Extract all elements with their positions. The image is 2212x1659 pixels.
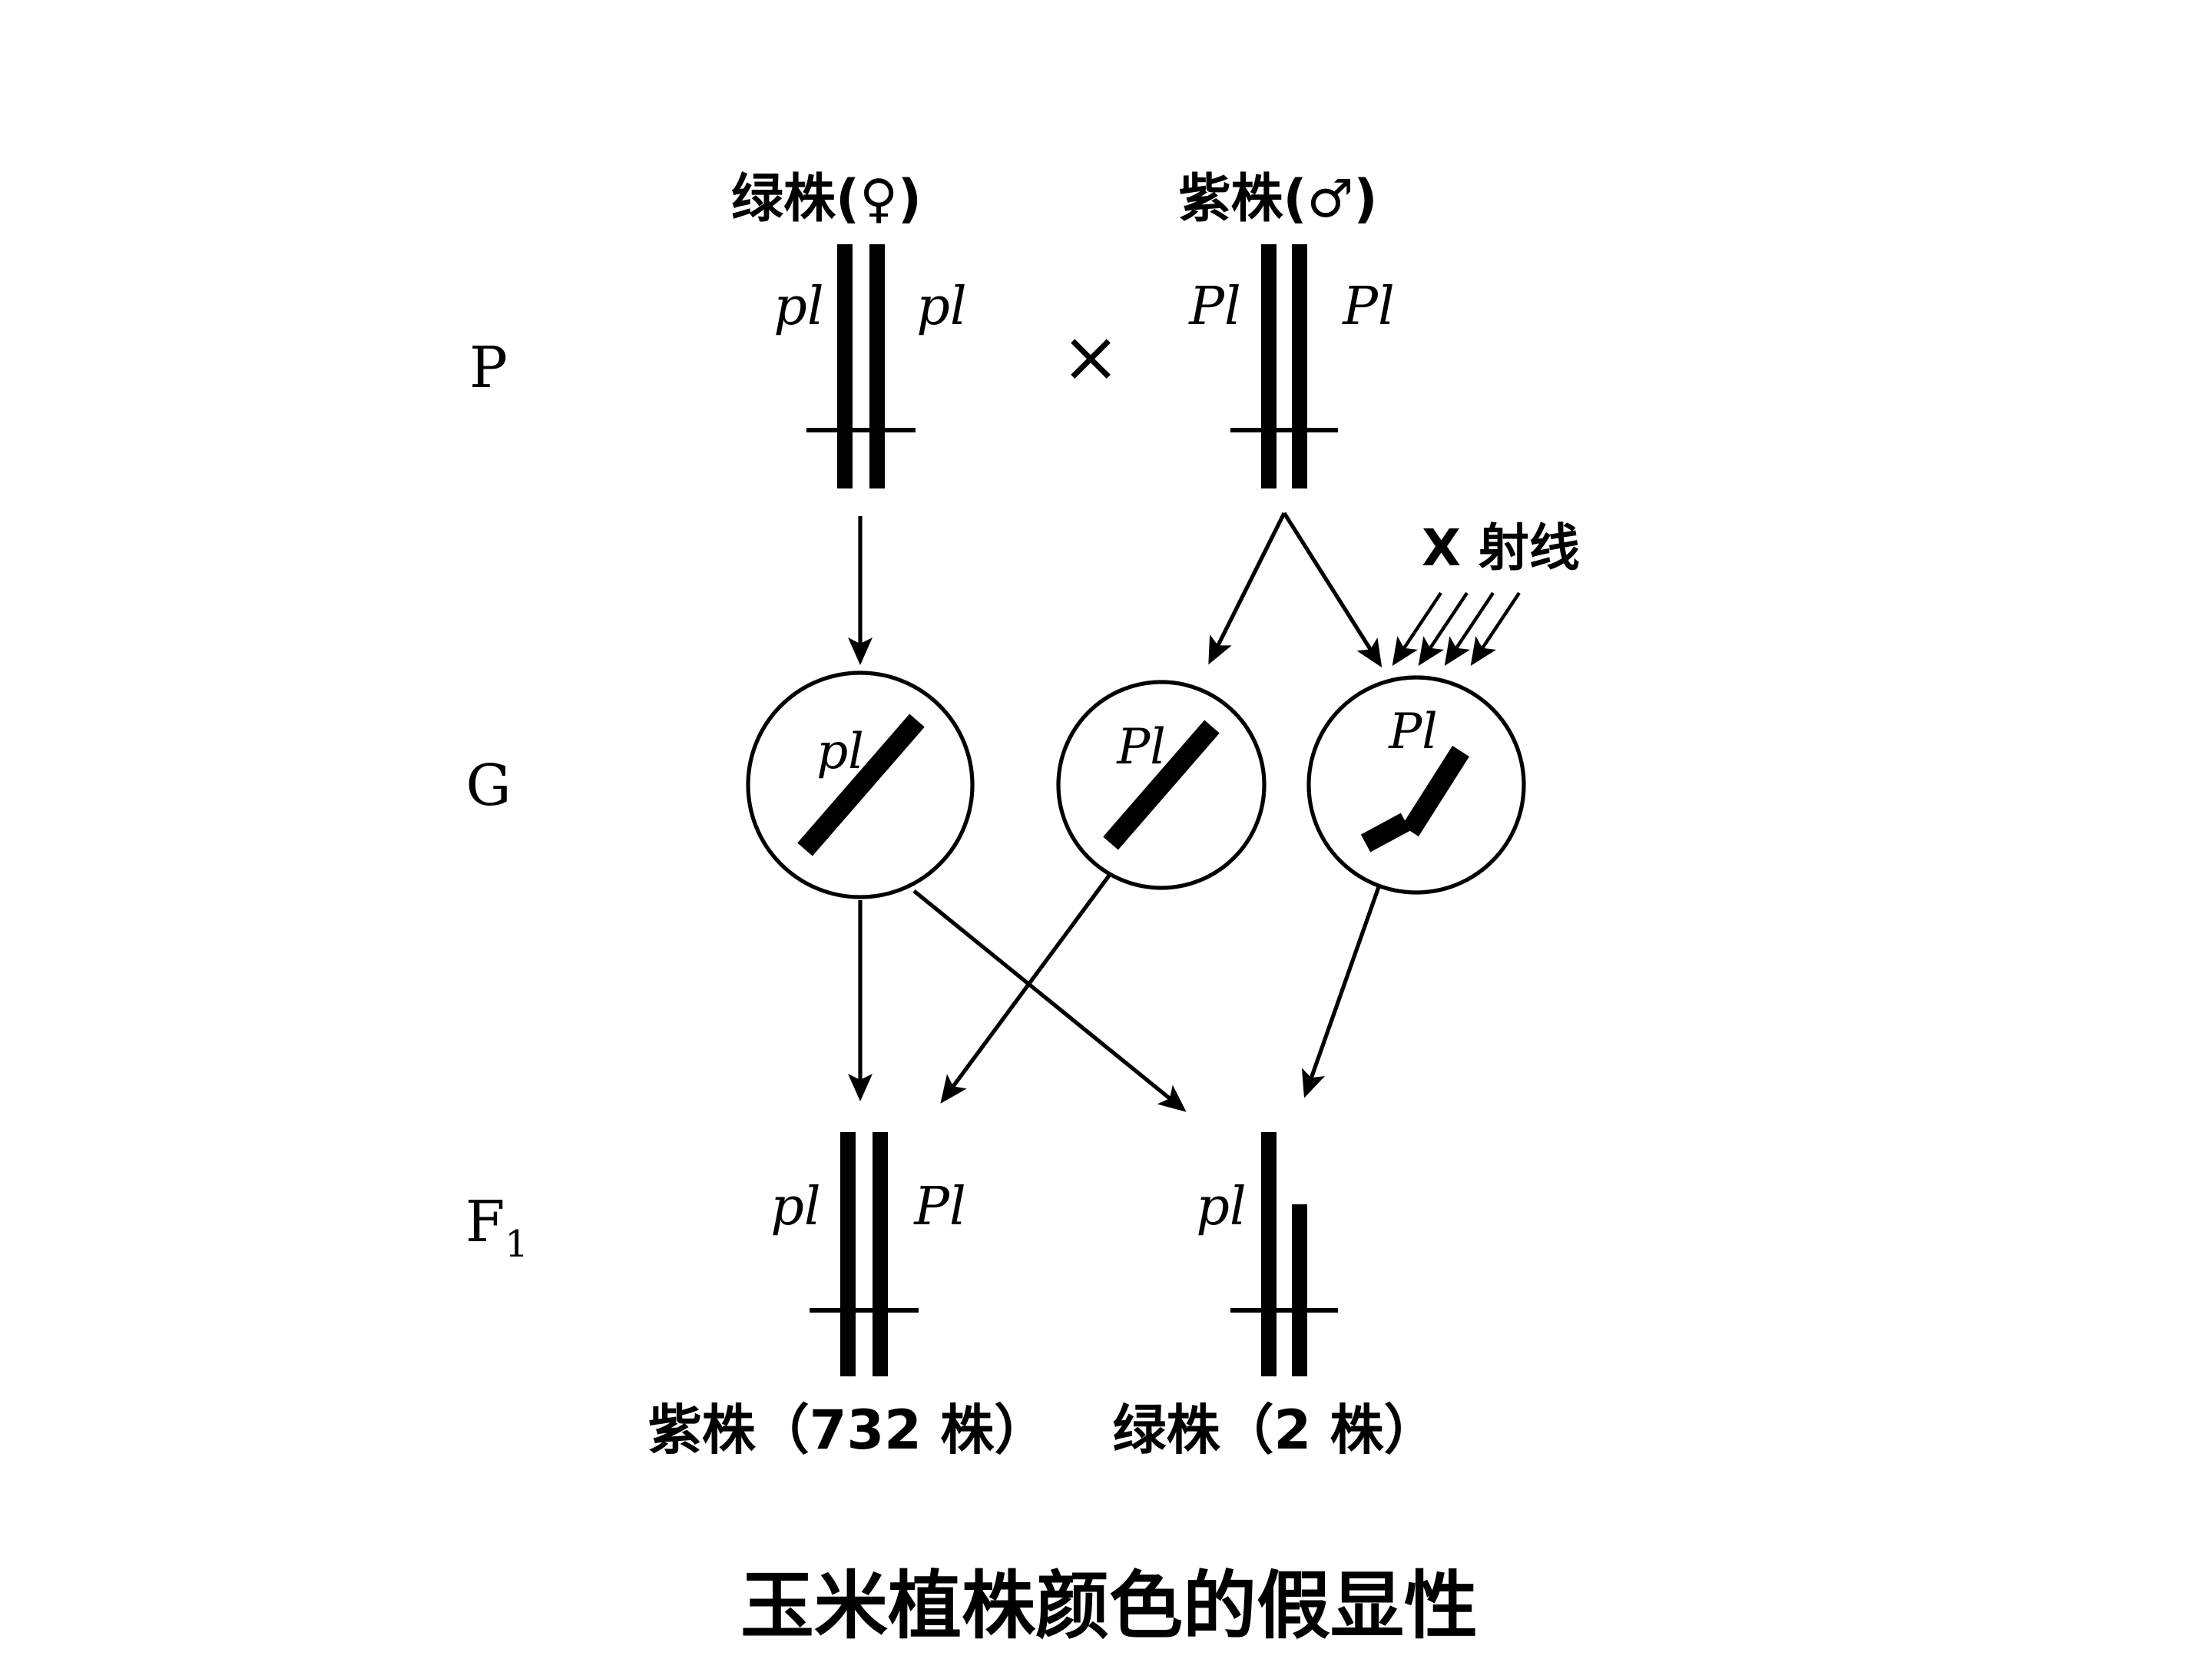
parent-right-label: 紫株(♂) [1178,169,1377,230]
gamete-right-chromosome-fragment-main [1402,746,1469,836]
arrow-gamete-left-to-f1-right [912,889,1187,1112]
gamete-left-allele: pl [816,724,863,780]
f1-left-chromosome-1 [840,1132,856,1376]
xray-arrow-4 [1470,591,1521,666]
gamete-right-allele: Pl [1388,704,1438,760]
arrow-rightparent-to-gamete-broken [1282,512,1382,668]
gamete-left-chromosome-bar [797,714,925,856]
parent-right-chromosome-1 [1261,244,1277,488]
gamete-middle-allele: Pl [1116,719,1166,776]
parent-right-allele-left: Pl [1187,276,1241,337]
parent-left-chromosome-1 [837,244,853,488]
f1-right-chromosome-deleted [1292,1204,1307,1376]
g-generation-label: G [465,753,511,819]
figure-title: 玉米植株颜色的假显性 [740,1563,1478,1649]
gamete-circle-middle [1056,680,1267,890]
parent-right-chromosome-2 [1292,244,1307,488]
f1-right-allele-left: pl [1196,1177,1246,1237]
parent-left-chromosome-2 [869,244,885,488]
f1-left-allele-right: Pl [912,1177,966,1237]
parent-right-allele-right: Pl [1341,276,1395,337]
arrow-gamete-middle-to-f1-left [940,874,1111,1104]
parent-left-allele-right: pl [916,276,966,337]
f1-generation-label: F1 [465,1189,528,1266]
f1-right-phenotype-label: 绿株（2 株） [1112,1399,1437,1462]
parent-left-allele-left: pl [773,276,823,337]
xray-label: X 射线 [1422,518,1580,578]
gamete-circle-left [746,671,975,899]
arrow-gamete-right-to-f1-right [1301,884,1382,1098]
gamete-middle-chromosome-bar [1103,720,1220,850]
p-generation-label: P [469,335,508,401]
xray-arrow-3 [1444,591,1495,666]
f1-left-phenotype-label: 紫株（732 株） [648,1399,1048,1462]
f1-left-allele-left: pl [770,1177,820,1237]
gamete-right-chromosome-fragment-broken [1360,813,1411,853]
gamete-circle-right [1306,675,1526,895]
f1-left-chromosome-2 [873,1132,888,1376]
xray-arrow-1 [1392,591,1442,666]
cross-symbol: × [1061,316,1120,398]
arrow-rightparent-to-gamete-normal [1208,512,1286,665]
xray-arrow-2 [1418,591,1469,666]
parent-left-label: 绿株(♀) [731,169,922,230]
f1-right-chromosome-normal [1261,1132,1277,1376]
